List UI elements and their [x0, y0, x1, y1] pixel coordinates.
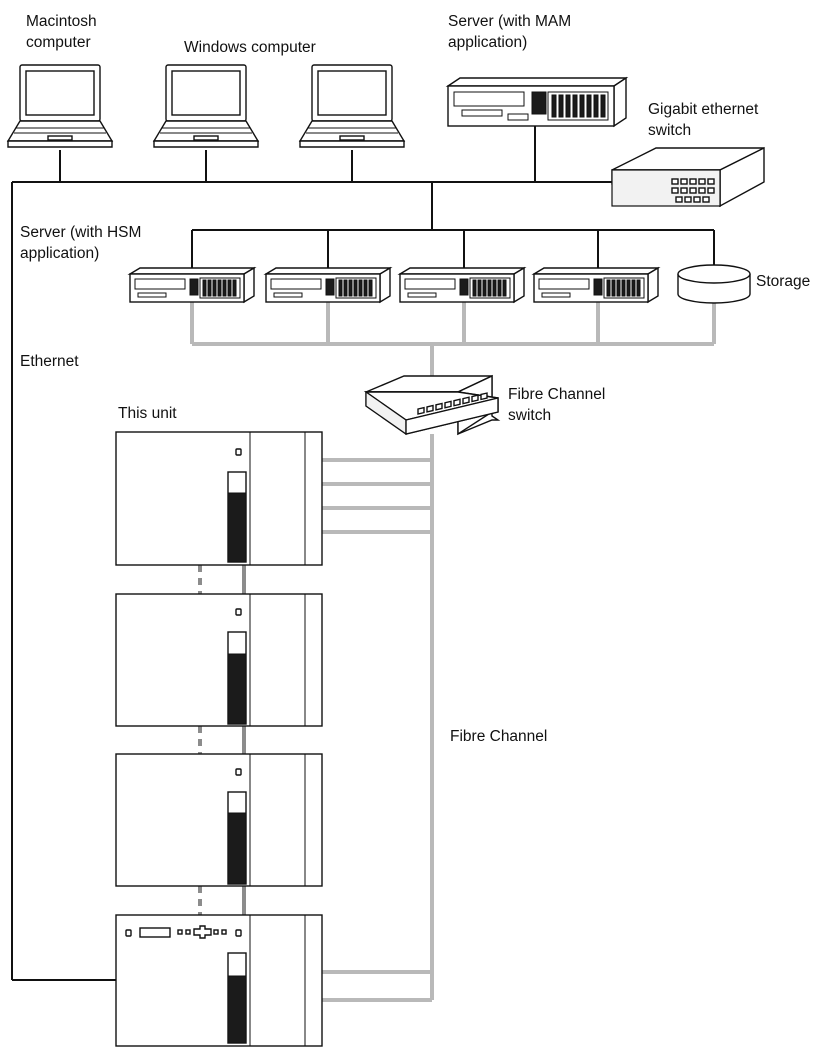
label-mam-line1: Server (with MAM: [448, 13, 571, 30]
label-mac-line1: Macintosh: [26, 13, 97, 30]
hsm-server-icon-4: [531, 266, 661, 304]
label-mac-line2: computer: [26, 34, 91, 51]
diagram-labels: Macintosh computer Windows computer Serv…: [20, 13, 810, 745]
fibre-channel-lines: [190, 300, 716, 1002]
ethernet-lines: [11, 125, 715, 981]
hsm-server-icon-2: [263, 266, 393, 304]
label-storage: Storage: [756, 273, 810, 290]
label-fc-switch-line1: Fibre Channel: [508, 386, 605, 403]
label-fibre-channel: Fibre Channel: [450, 728, 547, 745]
label-windows: Windows computer: [184, 39, 316, 56]
laptop-icon-mac: [6, 64, 114, 148]
label-fc-switch-line2: switch: [508, 407, 551, 424]
label-hsm-line2: application): [20, 245, 99, 262]
label-gige-line1: Gigabit ethernet: [648, 101, 759, 118]
label-gige-line2: switch: [648, 122, 691, 139]
laptop-icon-windows-1: [152, 64, 260, 148]
mam-server-icon: [445, 76, 629, 128]
fc-switch-icon: [363, 374, 501, 436]
library-unit-2: [115, 593, 323, 727]
label-ethernet: Ethernet: [20, 353, 79, 370]
laptop-icon-windows-2: [298, 64, 406, 148]
storage-icon: [677, 264, 751, 304]
hsm-server-icon-3: [397, 266, 527, 304]
library-unit-3: [115, 753, 323, 887]
library-unit-base: [115, 914, 323, 1047]
label-this-unit: This unit: [118, 405, 177, 422]
hsm-server-icon-1: [127, 266, 257, 304]
label-hsm-line1: Server (with HSM: [20, 224, 141, 241]
gigabit-switch-icon: [611, 146, 765, 208]
label-mam-line2: application): [448, 34, 527, 51]
library-unit-1: [115, 431, 323, 566]
